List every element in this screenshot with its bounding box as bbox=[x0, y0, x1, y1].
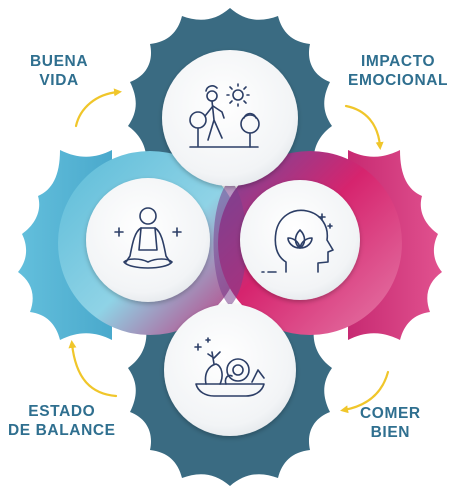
arrow-bottom-right bbox=[340, 370, 390, 414]
label-comer-bien-line-2: BIEN bbox=[370, 424, 411, 441]
arrow-bottom-left bbox=[68, 340, 118, 398]
label-estado-de-balance: ESTADO DE BALANCE bbox=[8, 402, 116, 440]
bottom-icon-circle bbox=[164, 304, 296, 436]
head-with-lotus-icon bbox=[261, 209, 334, 273]
arrow-top-left bbox=[74, 88, 122, 128]
meditation-icon bbox=[114, 207, 182, 269]
top-icon-circle bbox=[162, 50, 298, 186]
arrow-top-right bbox=[344, 104, 384, 150]
healthy-food-plate-icon bbox=[194, 337, 265, 397]
label-impacto-emocional: IMPACTO EMOCIONAL bbox=[348, 52, 448, 90]
walking-in-park-icon bbox=[189, 83, 260, 148]
label-impacto-emocional-line-2: EMOCIONAL bbox=[348, 72, 449, 89]
infinity-overlap bbox=[213, 180, 247, 306]
label-impacto-emocional-line-1: IMPACTO bbox=[360, 53, 436, 70]
label-estado-de-balance-line-2: DE BALANCE bbox=[8, 422, 116, 439]
left-icon-circle bbox=[86, 178, 210, 302]
label-comer-bien: COMER BIEN bbox=[360, 404, 421, 442]
label-buena-vida-line-2: VIDA bbox=[39, 72, 79, 89]
label-buena-vida: BUENA VIDA bbox=[30, 52, 88, 90]
label-buena-vida-line-1: BUENA bbox=[30, 53, 89, 70]
label-comer-bien-line-1: COMER bbox=[360, 405, 421, 422]
right-icon-circle bbox=[240, 180, 360, 300]
label-estado-de-balance-line-1: ESTADO bbox=[28, 403, 96, 420]
